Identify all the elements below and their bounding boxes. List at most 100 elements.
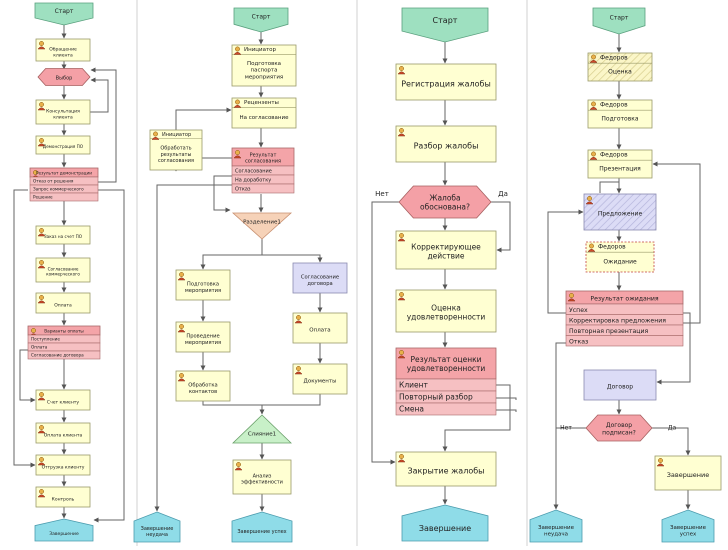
- p2-iniciator-text-line-2: паспорта: [250, 68, 277, 74]
- p3-result-title-line-2: удовлетворенности: [407, 364, 486, 373]
- p1-konsultaciya-box: [35, 99, 91, 125]
- user-icon: [233, 99, 242, 108]
- p2-dokumenty-label: Документы: [304, 379, 337, 385]
- user-icon: [37, 489, 46, 498]
- p2-result-title-line-2: согласования: [245, 159, 281, 165]
- p1-demonstraciya[interactable]: Демонстрация ПО: [35, 135, 91, 155]
- p4-start[interactable]: Старт: [592, 7, 646, 35]
- p3-registraciya[interactable]: Регистрация жалобы: [395, 63, 497, 101]
- p1-result-row-label: Отказ от решения: [33, 179, 74, 184]
- connector: [442, 384, 511, 452]
- p2-iniciator-text-line-3: мероприятия: [245, 75, 283, 81]
- p1-result-2[interactable]: Варианты оплатыПоступлениеОплатаСогласов…: [27, 325, 101, 360]
- p3-zakrytie[interactable]: Закрытие жалобы: [395, 451, 497, 487]
- p4-zavershenie[interactable]: Завершение: [654, 455, 722, 491]
- p3-start[interactable]: Старт: [401, 7, 489, 43]
- p3-result[interactable]: Результат оценкиудовлетворенностиКлиентП…: [395, 347, 497, 416]
- p4-result-row[interactable]: Повторная презентация: [565, 324, 684, 336]
- p4-result-row[interactable]: Отказ: [565, 335, 684, 347]
- p4-reshenie-shape: [585, 414, 653, 442]
- p2-end-fail-shape: [133, 511, 181, 543]
- p2-result-row[interactable]: Согласование: [231, 165, 295, 176]
- p4-result-title: Результат ожидания: [590, 296, 659, 303]
- p2-dokumenty[interactable]: Документы: [292, 363, 348, 395]
- p2-result-row[interactable]: На доработку: [231, 174, 295, 185]
- p4-predlozhenie[interactable]: Предложение: [583, 193, 657, 231]
- p3-label-net: Нет: [375, 190, 389, 198]
- p4-result-row[interactable]: Успех: [565, 303, 684, 315]
- p3-result-title-line-1: Результат оценки: [410, 355, 481, 364]
- p3-ocenka-label-line-1: Оценка: [431, 303, 461, 312]
- p3-ocenka-box: [395, 289, 497, 333]
- p1-start[interactable]: Старт: [34, 2, 94, 26]
- p2-iniciator-2[interactable]: ИнициаторОбработатьрезультатысогласовани…: [149, 129, 203, 171]
- p3-end-shape: [401, 504, 489, 542]
- p1-otgruzka[interactable]: Отгрузка клиенту: [35, 454, 91, 476]
- p3-end[interactable]: Завершение: [401, 504, 489, 542]
- p2-start[interactable]: Старт: [233, 7, 289, 33]
- p1-result-row[interactable]: Отказ от решения: [29, 176, 99, 186]
- p3-razbor[interactable]: Разбор жалобы: [395, 125, 497, 163]
- p2-split[interactable]: Разделение1: [231, 212, 293, 240]
- connector: [547, 209, 584, 314]
- p2-result-row[interactable]: Отказ: [231, 183, 295, 194]
- p1-schet[interactable]: Счет клиенту: [35, 389, 91, 411]
- p4-result-row-label: Успех: [569, 307, 588, 314]
- p1-kontrol[interactable]: Контроль: [35, 486, 91, 508]
- p2-end-ok[interactable]: Завершение успех: [231, 511, 293, 543]
- user-icon: [177, 373, 186, 382]
- p3-label-da: Да: [498, 190, 508, 198]
- p3-result-row[interactable]: Повторный разбор: [395, 390, 497, 404]
- connector: [652, 161, 701, 324]
- p3-result-row-label: Повторный разбор: [399, 393, 473, 402]
- p2-sliyanie[interactable]: Слияние1: [232, 414, 292, 444]
- p4-predlozhenie-box: [583, 193, 657, 231]
- p1-zakaz-box: [35, 225, 91, 245]
- p1-oplata-klienta-label: Оплата клиента: [44, 433, 83, 439]
- p3-result-row[interactable]: Клиент: [395, 378, 497, 392]
- p1-result-2-row[interactable]: Согласование договора: [27, 350, 101, 360]
- p1-zakaz[interactable]: Заказ на счет ПО: [35, 225, 91, 245]
- p4-dogovor[interactable]: Договор: [583, 369, 657, 401]
- p1-result-row[interactable]: Запрос коммерческого: [29, 184, 99, 194]
- p1-result-row[interactable]: Решение: [29, 192, 99, 202]
- p1-vybor[interactable]: Выбор: [37, 68, 91, 86]
- p3-korrektiruyushchee-box: [395, 230, 497, 270]
- p1-oplata-klienta[interactable]: Оплата клиента: [35, 422, 91, 444]
- p1-result-2-row[interactable]: Оплата: [27, 342, 101, 352]
- p1-schet-box: [35, 389, 91, 411]
- p1-end[interactable]: Завершение: [34, 518, 94, 542]
- p3-start-shape: [401, 7, 489, 43]
- p3-result-row[interactable]: Смена: [395, 402, 497, 416]
- p4-reshenie-label-line-1: Договор: [606, 422, 632, 429]
- p4-result-row[interactable]: Корректировка предложения: [565, 314, 684, 326]
- p1-oplata[interactable]: Оплата: [35, 292, 91, 314]
- p2-oplata[interactable]: Оплата: [292, 312, 348, 344]
- p2-end-ok-label: Завершение успех: [237, 529, 286, 535]
- p1-result-2-row[interactable]: Поступление: [27, 334, 101, 344]
